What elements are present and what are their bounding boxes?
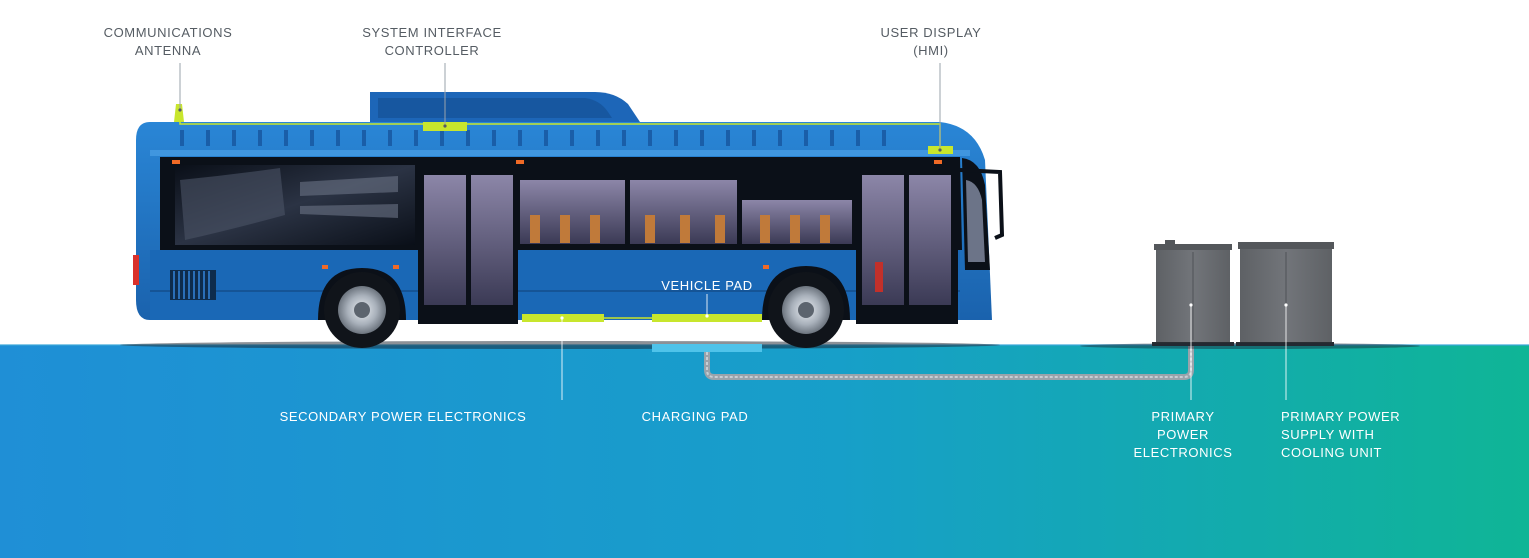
windshield-glass	[966, 180, 985, 262]
rear-window-reflection	[180, 168, 285, 240]
label-line: ELECTRONICS	[1133, 445, 1233, 460]
vehicle-pad	[652, 314, 762, 322]
rear-grille-slats	[173, 271, 210, 299]
tail-light	[133, 255, 139, 285]
front-wheel	[768, 272, 844, 348]
leader-dots-dark	[178, 108, 942, 152]
label-line: PRIMARY POWER	[1281, 409, 1401, 424]
skirt-line	[150, 290, 960, 292]
label-line: COOLING UNIT	[1281, 445, 1383, 460]
antenna	[174, 104, 184, 122]
label-line: CHARGING PAD	[641, 409, 749, 424]
leader-lines-light	[561, 294, 1287, 400]
label-line: (HMI)	[913, 43, 949, 58]
label-line: CONTROLLER	[384, 43, 480, 58]
label-user-display: USER DISPLAY (HMI)	[876, 24, 986, 60]
label-system-interface-controller: SYSTEM INTERFACE CONTROLLER	[360, 24, 504, 60]
bus-shadow	[120, 341, 1000, 349]
seats	[530, 215, 830, 243]
ground	[0, 345, 1529, 558]
roof-housing-vent	[378, 98, 612, 118]
label-primary-power-supply: PRIMARY POWER SUPPLY WITH COOLING UNIT	[1281, 408, 1411, 462]
marker-lights	[172, 160, 942, 269]
rear-wheel	[324, 272, 400, 348]
label-vehicle-pad: VEHICLE PAD	[640, 277, 774, 295]
label-line: SUPPLY WITH	[1281, 427, 1375, 442]
charging-pad	[652, 344, 762, 352]
front-door	[856, 168, 958, 324]
cabinet-shadow	[1080, 343, 1420, 349]
label-secondary-power-electronics: SECONDARY POWER ELECTRONICS	[278, 408, 528, 426]
leader-lines	[179, 63, 941, 148]
side-mirror	[959, 168, 1005, 240]
label-line: SYSTEM INTERFACE	[362, 25, 502, 40]
rear-door	[418, 168, 518, 324]
roof-band	[150, 150, 970, 156]
label-line: VEHICLE PAD	[661, 278, 753, 293]
label-communications-antenna: COMMUNICATIONS ANTENNA	[100, 24, 236, 60]
label-charging-pad: CHARGING PAD	[636, 408, 754, 426]
label-line: COMMUNICATIONS	[103, 25, 233, 40]
roof-ribs	[180, 130, 886, 146]
label-line: PRIMARY	[1151, 409, 1215, 424]
leader-dots	[560, 303, 1288, 320]
rear-window-reflection-2	[300, 176, 398, 218]
label-line: POWER	[1156, 427, 1210, 442]
primary-power-supply-cabinet	[1236, 242, 1334, 346]
label-primary-power-electronics: PRIMARY POWER ELECTRONICS	[1128, 408, 1238, 462]
label-line: SECONDARY POWER ELECTRONICS	[279, 409, 527, 424]
label-line: ANTENNA	[134, 43, 202, 58]
primary-power-electronics-cabinet	[1152, 240, 1234, 346]
label-line: USER DISPLAY	[880, 25, 982, 40]
